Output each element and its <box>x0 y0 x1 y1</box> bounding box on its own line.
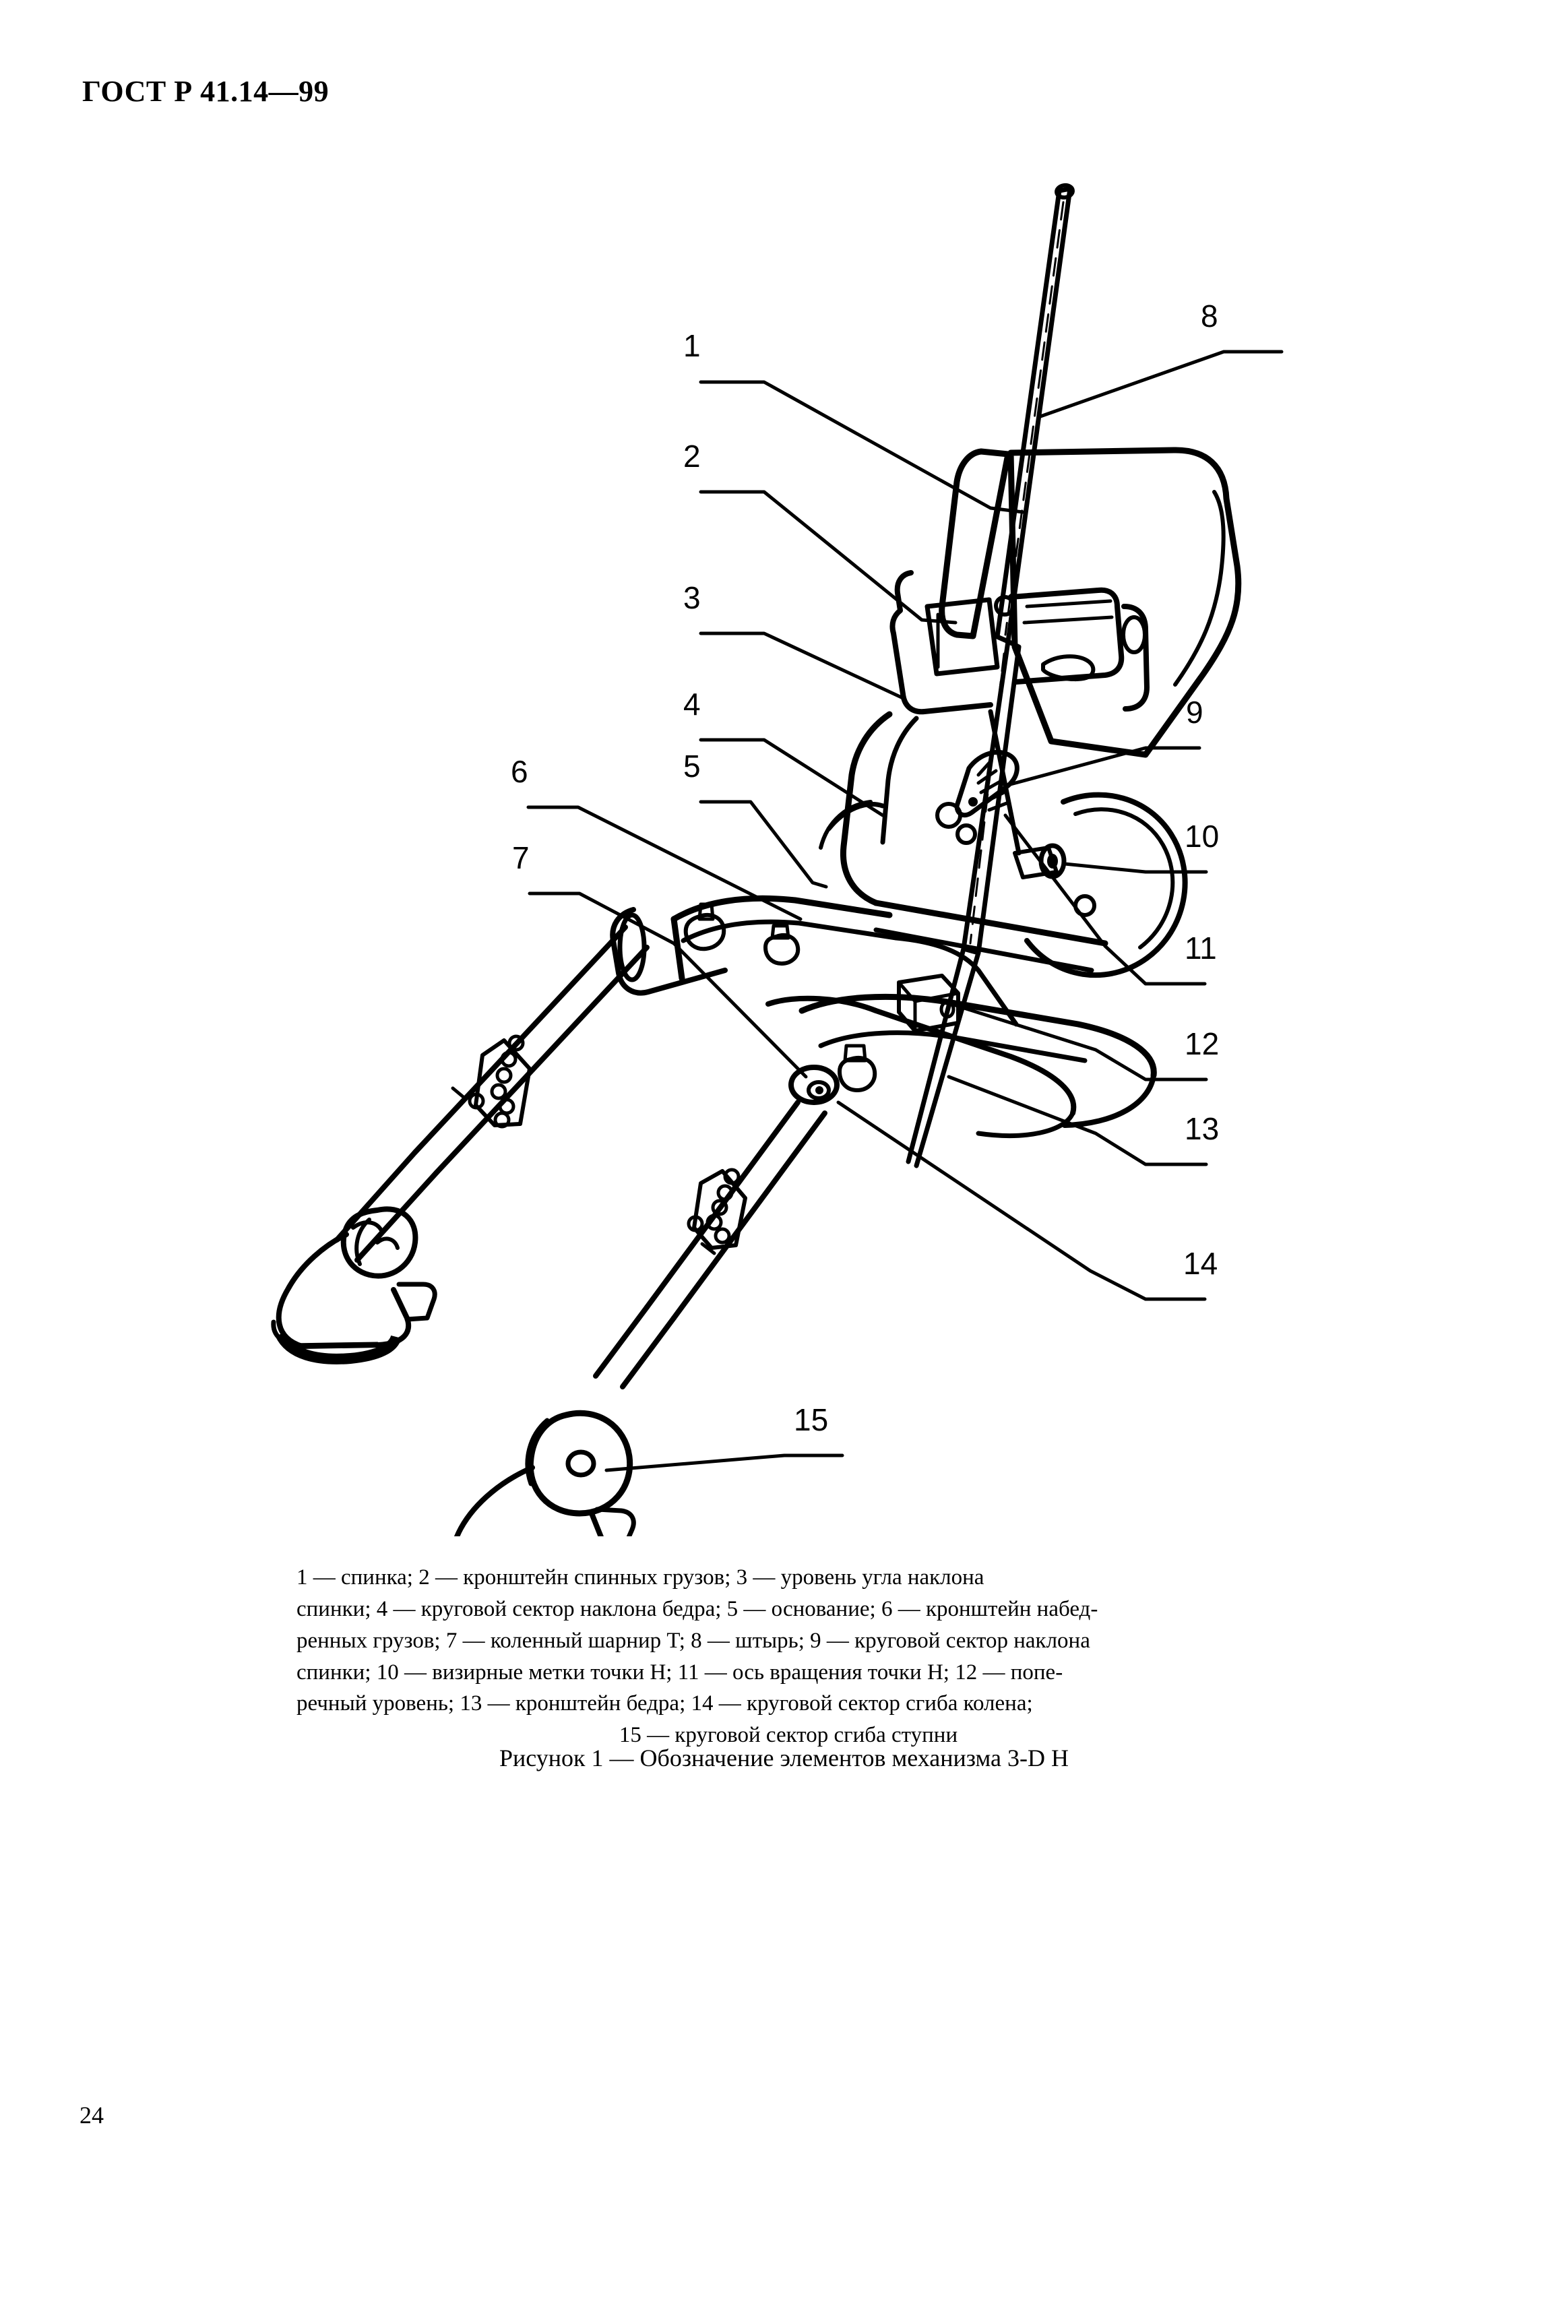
hip-housing-shape <box>840 709 1108 973</box>
left-foot-shoe <box>271 1206 437 1364</box>
legend-line-4: спинки; 10 — визирные метки точки H; 11 … <box>296 1660 1063 1685</box>
seat-base-shape <box>670 895 1157 1128</box>
callout-14: 14 <box>1183 1246 1218 1281</box>
callout-4: 4 <box>683 687 701 722</box>
figure-title: Рисунок 1 — Обозначение элементов механи… <box>499 1745 1069 1771</box>
figure-legend: 1 — спинка; 2 — кронштейн спинных грузов… <box>296 1562 1280 1751</box>
callout-10: 10 <box>1185 819 1220 854</box>
knee-joint-hub <box>788 1065 840 1105</box>
legend-line-2: спинки; 4 — круговой сектор наклона бедр… <box>296 1596 1098 1621</box>
transverse-level-block <box>897 974 960 1033</box>
callout-6: 6 <box>511 754 528 789</box>
thigh-bracket-shape <box>765 995 1077 1138</box>
callout-13: 13 <box>1185 1111 1220 1146</box>
legend-line-6: 15 — круговой сектор сгиба ступни <box>619 1723 958 1748</box>
callout-15: 15 <box>794 1402 829 1437</box>
callout-7: 7 <box>512 840 530 875</box>
probe-rod-shape <box>906 183 1075 1168</box>
callout-2: 2 <box>683 439 701 474</box>
three-d-h-machine-drawing <box>271 183 1284 1536</box>
callout-3: 3 <box>683 580 701 615</box>
page-number: 24 <box>80 2102 104 2129</box>
legend-line-3: ренных грузов; 7 — коленный шарнир T; 8 … <box>296 1628 1090 1653</box>
back-weight-bracket-shape <box>889 570 1150 715</box>
foot-flex-sector <box>454 1410 636 1536</box>
callout-8: 8 <box>1201 299 1218 334</box>
leg-hole-strip <box>468 1034 532 1129</box>
callout-9: 9 <box>1186 695 1203 730</box>
standard-header: ГОСТ Р 41.14—99 <box>82 75 330 108</box>
legend-line-1: 1 — спинка; 2 — кронштейн спинных грузов… <box>296 1565 984 1590</box>
right-leg-assembly <box>454 1100 827 1536</box>
figure-1: 1 2 3 4 5 6 7 8 9 10 11 12 13 14 15 <box>0 135 1568 1536</box>
leader-lines <box>526 350 1284 1472</box>
legend-line-5: речный уровень; 13 — кронштейн бедра; 14… <box>296 1691 1033 1716</box>
callout-11: 11 <box>1185 931 1217 966</box>
lower-leg-hole-strip <box>687 1168 747 1250</box>
callout-12: 12 <box>1185 1026 1220 1061</box>
callout-5: 5 <box>683 749 701 784</box>
left-leg-assembly <box>271 924 650 1364</box>
callout-1: 1 <box>683 328 701 363</box>
